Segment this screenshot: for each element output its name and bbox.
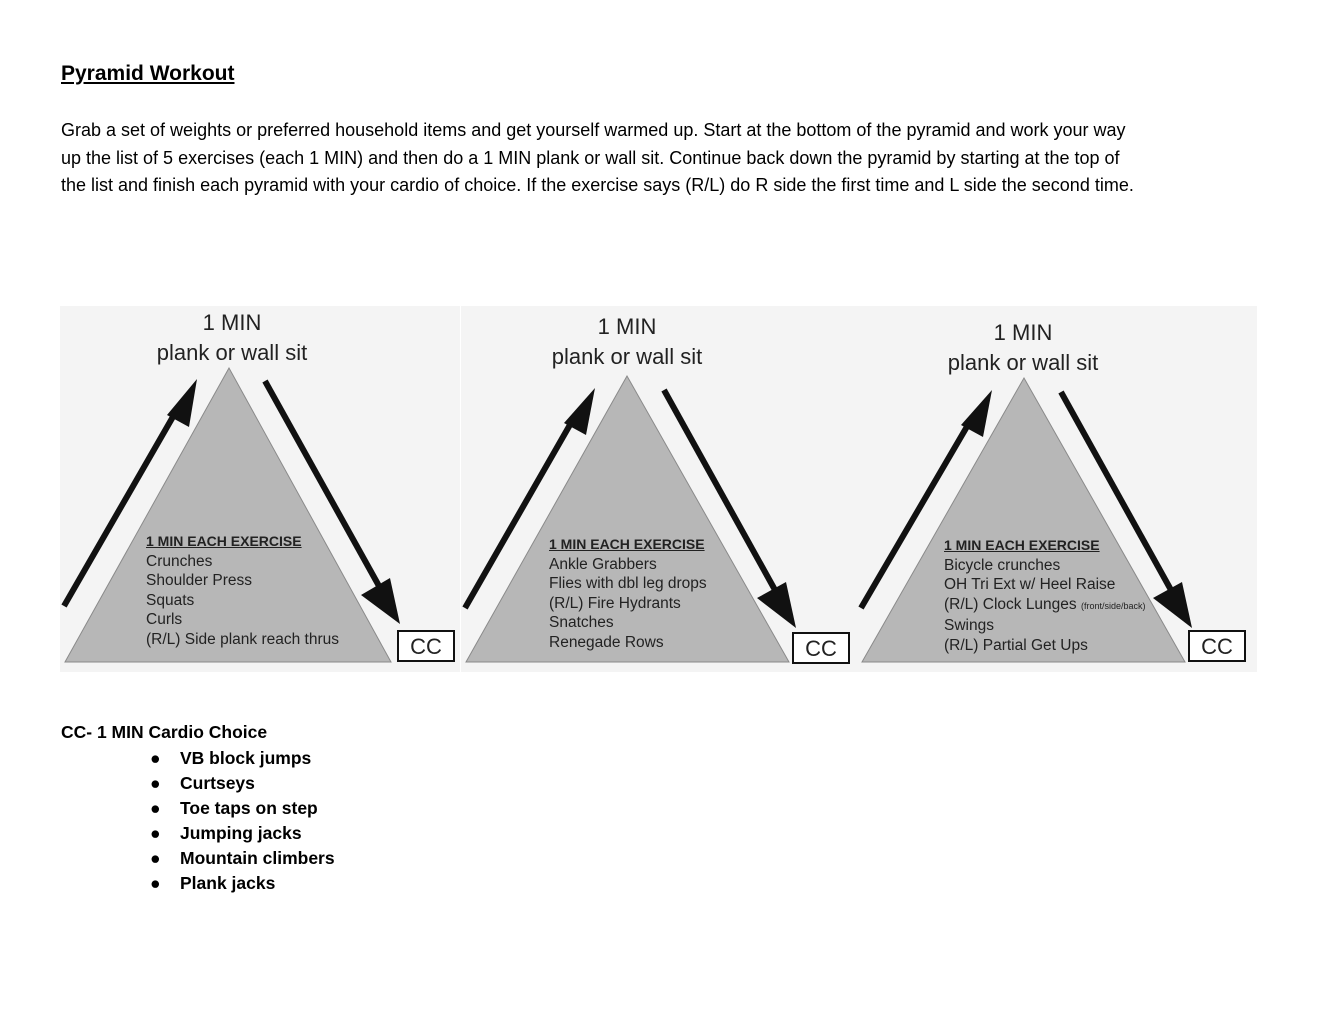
down-arrow-head [757,582,796,628]
intro-line: the list and finish each pyramid with yo… [61,175,1134,195]
up-arrow-shaft [462,414,578,610]
exercise-item: (R/L) Fire Hydrants [549,594,681,612]
up-arrow-head [961,390,992,437]
exercise-item: Shoulder Press [146,572,252,589]
peak-line-exercise: plank or wall sit [551,344,703,369]
cardio-choice-box: CC [397,630,455,662]
cardio-choice-list: ● VB block jumps ● Curtseys ● Toe taps on s… [150,746,335,896]
peak-line-time: 1 MIN [993,320,1053,345]
intro-paragraph: Grab a set of weights or preferred house… [61,117,1271,200]
exercise-item: Squats [146,591,195,609]
up-arrow-shaft [61,406,181,608]
intro-line: Grab a set of weights or preferred house… [61,120,1126,140]
exercise-item: Snatches [549,614,614,631]
peak-label: 1 MIN plank or wall sit [497,312,757,372]
exercise-list: 1 MIN EACH EXERCISE Ankle Grabbers Flies… [549,535,707,652]
exercise-item: (R/L) Side plank reach thrus [146,630,339,648]
exercise-note: (front/side/back) [1080,600,1146,611]
list-item-label: Toe taps on step [180,798,318,818]
bullet-icon: ● [150,848,161,868]
list-item-label: Curtseys [180,773,255,793]
bullet-icon: ● [150,748,161,768]
peak-label: 1 MIN plank or wall sit [102,308,362,368]
peak-label: 1 MIN plank or wall sit [893,318,1153,378]
pyramid-graphic [461,306,861,672]
pyramid-3: 1 MIN plank or wall sit 1 MIN EACH EXERC… [857,306,1257,672]
cardio-choice-box: CC [1188,630,1246,662]
pyramid-graphic [857,306,1257,672]
up-arrow-head [167,379,197,427]
list-item: ● Toe taps on step [150,796,335,821]
list-item: ● Plank jacks [150,871,335,896]
cardio-choice-box: CC [792,632,850,664]
list-item: ● Jumping jacks [150,821,335,846]
pyramid-triangle [861,376,1186,663]
exercise-item: Flies with dbl leg drops [549,575,707,592]
peak-line-time: 1 MIN [597,314,657,339]
list-item: ● VB block jumps [150,746,335,771]
exercise-item: Bicycle crunches [944,556,1061,574]
bullet-icon: ● [150,823,161,843]
page-title: Pyramid Workout [61,62,235,85]
exercise-heading: 1 MIN EACH EXERCISE [146,533,302,549]
list-item: ● Curtseys [150,771,335,796]
down-arrow-shaft [1058,390,1174,592]
intro-line: up the list of 5 exercises (each 1 MIN) … [61,147,1120,168]
exercise-item: (R/L) Partial Get Ups [944,636,1088,654]
list-item-label: Mountain climbers [180,848,335,868]
bullet-icon: ● [150,798,161,818]
exercise-item-text: (R/L) Clock Lunges [944,595,1077,613]
bullet-icon: ● [150,773,161,793]
exercise-heading: 1 MIN EACH EXERCISE [944,537,1100,553]
exercise-list: 1 MIN EACH EXERCISE Bicycle crunches OH … [944,536,1146,655]
up-arrow-head [564,388,595,435]
list-item-label: VB block jumps [180,748,312,768]
pyramid-1: 1 MIN plank or wall sit 1 MIN EACH EXERC… [60,306,460,672]
pyramid-2: 1 MIN plank or wall sit 1 MIN EACH EXERC… [461,306,861,672]
up-arrow-shaft [858,416,975,610]
exercise-item: (R/L) Clock Lunges (front/side/back) [944,595,1146,617]
exercise-item: Renegade Rows [549,633,664,651]
exercise-heading: 1 MIN EACH EXERCISE [549,536,705,552]
peak-line-time: 1 MIN [202,310,262,335]
down-arrow-head [1153,582,1192,628]
down-arrow-head [361,578,400,624]
exercise-item: Ankle Grabbers [549,555,657,573]
exercise-item: Curls [146,611,183,628]
list-item: ● Mountain climbers [150,846,335,871]
exercise-item: Crunches [146,552,213,570]
list-item-label: Jumping jacks [180,823,302,843]
list-item-label: Plank jacks [180,873,276,893]
exercise-item: Swings [944,617,994,634]
exercise-item: OH Tri Ext w/ Heel Raise [944,576,1116,593]
pyramid-triangle [64,366,392,663]
pyramid-triangle [465,374,790,663]
down-arrow-shaft [661,388,778,592]
peak-line-exercise: plank or wall sit [156,340,308,365]
pyramid-graphic [60,306,460,672]
peak-line-exercise: plank or wall sit [947,350,1099,375]
cardio-choice-title: CC- 1 MIN Cardio Choice [61,722,268,742]
exercise-list: 1 MIN EACH EXERCISE Crunches Shoulder Pr… [146,532,339,649]
down-arrow-shaft [262,379,382,588]
bullet-icon: ● [150,873,161,893]
